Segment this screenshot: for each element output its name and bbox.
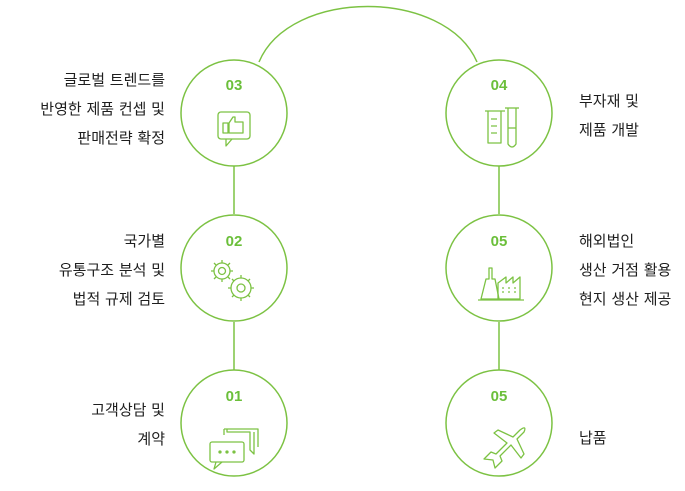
label-line: 글로벌 트렌드를: [63, 71, 165, 89]
step-04-number: 04: [490, 77, 508, 94]
factory-icon: [478, 267, 524, 301]
step-05a-label: 해외법인 생산 거점 활용 현지 생산 제공: [579, 227, 671, 314]
step-05b-number: 05: [490, 388, 508, 405]
arch-connector: [258, 5, 478, 63]
step-05a-number: 05: [490, 233, 508, 250]
step-02-number: 02: [225, 233, 243, 250]
label-line: 고객상담 및: [91, 401, 165, 419]
step-04-label: 부자재 및 제품 개발: [579, 87, 639, 145]
step-05b-label: 납품: [579, 424, 607, 453]
thumbs-up-icon: [217, 111, 251, 147]
label-line: 법적 규제 검토: [72, 290, 165, 308]
gears-icon: [211, 260, 254, 301]
step-05a-circle: [445, 214, 553, 322]
step-03-label: 글로벌 트렌드를 반영한 제품 컨셉 및 판매전략 확정: [40, 66, 165, 153]
label-line: 반영한 제품 컨셉 및: [40, 100, 165, 118]
step-01-circle: [180, 369, 288, 477]
label-line: 생산 거점 활용: [579, 261, 672, 279]
label-line: 부자재 및: [579, 92, 639, 110]
step-03-circle: [180, 59, 288, 167]
step-03-number: 03: [225, 77, 243, 94]
step-02-circle: [180, 214, 288, 322]
airplane-icon: [483, 427, 526, 469]
label-line: 계약: [137, 430, 165, 448]
label-line: 해외법인: [579, 232, 635, 250]
chat-bubbles-icon: [209, 428, 259, 470]
step-05b-circle: [445, 369, 553, 477]
label-line: 납품: [579, 429, 607, 447]
step-04-circle: [445, 59, 553, 167]
label-line: 판매전략 확정: [77, 129, 165, 147]
step-01-label: 고객상담 및 계약: [91, 396, 165, 454]
label-line: 현지 생산 제공: [579, 290, 672, 308]
step-02-label: 국가별 유통구조 분석 및 법적 규제 검토: [59, 227, 165, 314]
test-tubes-icon: [485, 107, 519, 148]
label-line: 유통구조 분석 및: [58, 261, 165, 279]
label-line: 제품 개발: [579, 121, 639, 139]
label-line: 국가별: [123, 232, 165, 250]
step-01-number: 01: [225, 388, 243, 405]
